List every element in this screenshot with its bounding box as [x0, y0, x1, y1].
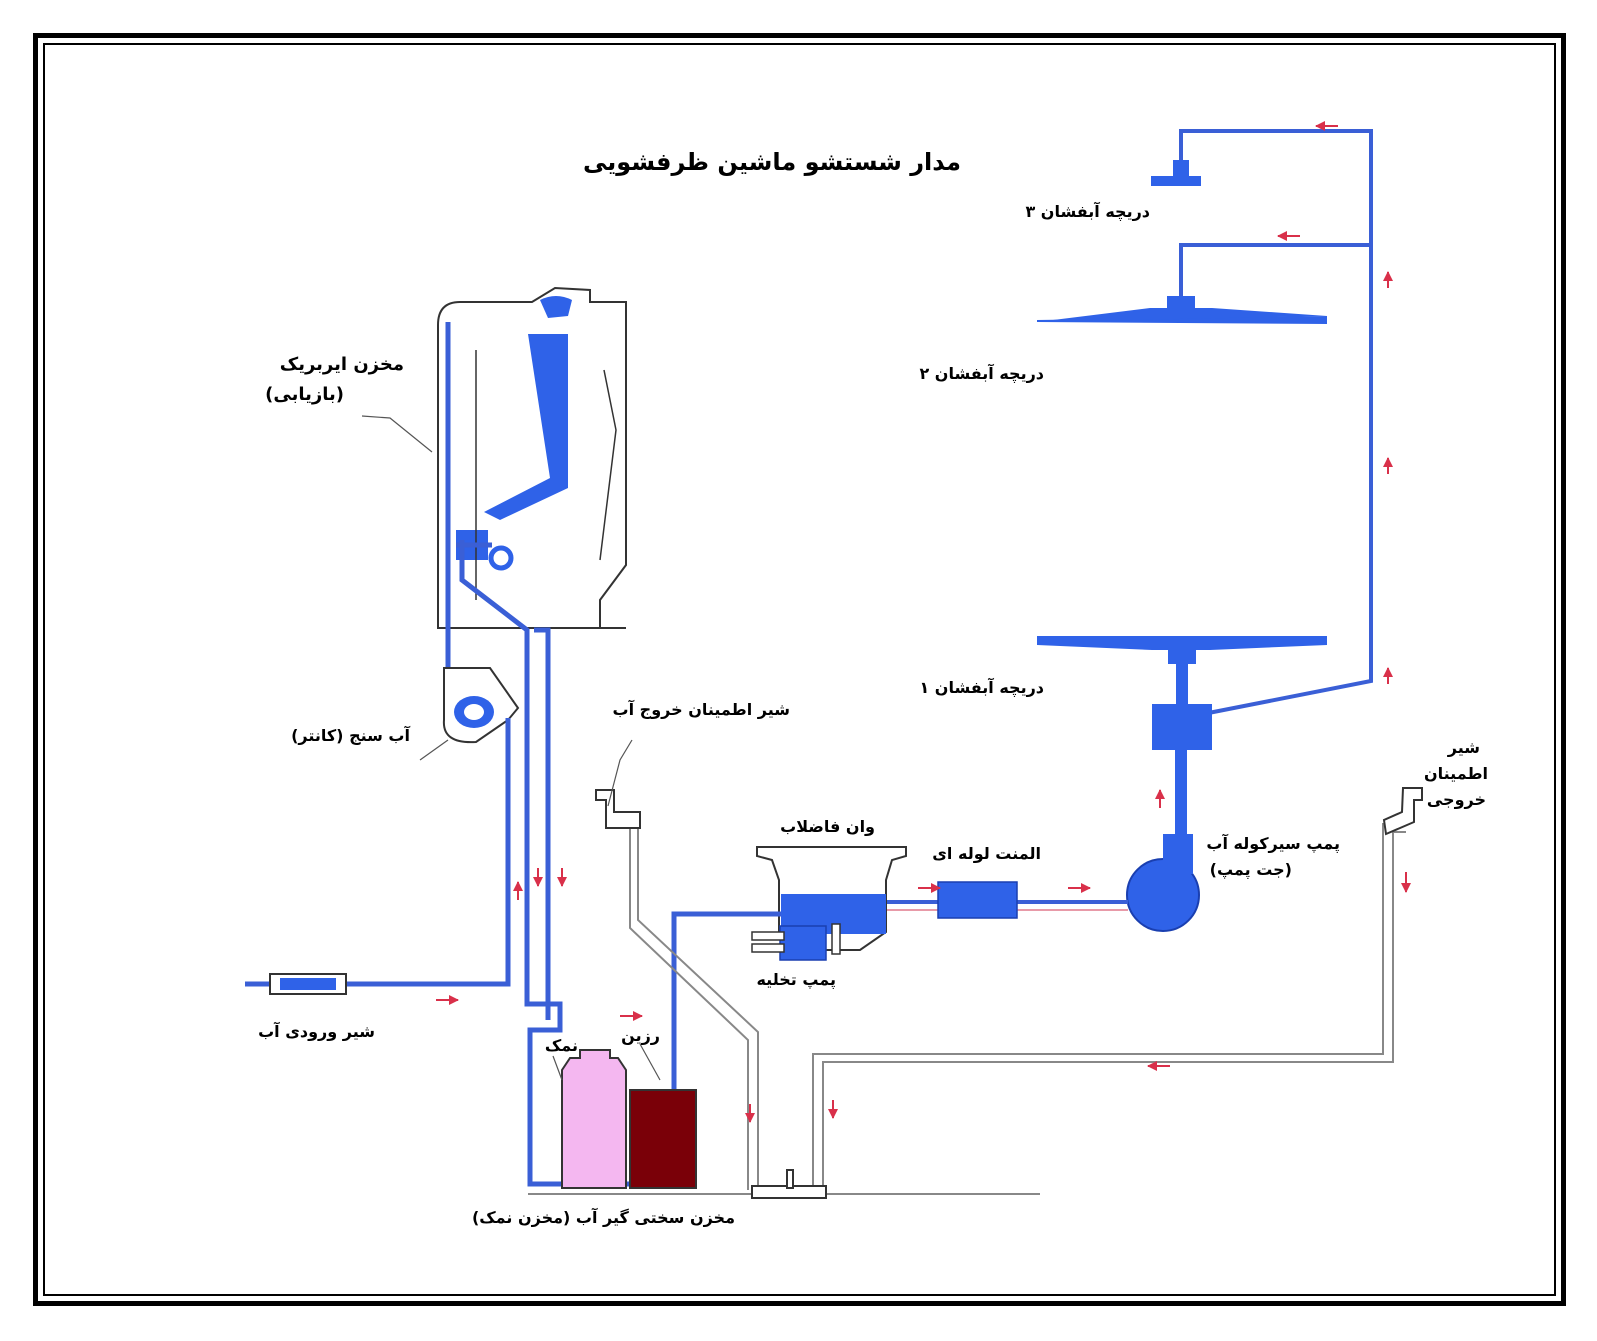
spray-manifold [1152, 704, 1212, 840]
label-spray-arm-3: دریچه آبفشان ۳ [1025, 202, 1150, 221]
flow-arrows [436, 121, 1411, 1123]
label-inline-heater: المنت لوله ای [932, 844, 1041, 863]
label-outlet-safety-valve: شیر اطمینان خروج آب [612, 700, 790, 719]
circulation-pump [1126, 834, 1200, 932]
label-airbreak-tank-1: مخزن ایربریک [279, 354, 404, 375]
label-resin: رزین [621, 1026, 660, 1045]
label-drain-pump: پمپ تخلیه [756, 970, 836, 989]
label-sump: وان فاضلاب [780, 817, 875, 836]
drain-outlet [751, 1169, 827, 1199]
label-airbreak-tank-2: (بازیابی) [265, 384, 344, 405]
spray-arm-2 [1037, 296, 1327, 324]
flow-meter [442, 667, 520, 744]
inner-frame [43, 43, 1556, 1296]
label-spray-arm-1: دریچه آبفشان ۱ [919, 678, 1044, 697]
spray-arm-3 [1151, 160, 1201, 186]
label-salt: نمک [544, 1036, 578, 1055]
label-circulation-pump-1: پمپ سیرکوله آب [1206, 834, 1340, 853]
leader-lines [361, 415, 661, 1081]
label-exit-safety-valve-2: اطمینان [1423, 764, 1488, 783]
softener-tank [561, 1049, 697, 1189]
airbreak-pipes [445, 322, 674, 1187]
label-spray-arm-2: دریچه آبفشان ۲ [919, 364, 1044, 383]
circulation-riser [1179, 129, 1373, 720]
label-softener-tank: مخزن سختی گیر آب (مخزن نمک) [471, 1208, 735, 1227]
diagram-title: مدار شستشو ماشین ظرفشویی [583, 148, 961, 176]
label-circulation-pump-2: (جت پمپ) [1209, 860, 1292, 879]
outlet-safety-valve-icon [595, 789, 641, 829]
exit-safety-valve-icon [1382, 787, 1423, 836]
drain-pump [751, 923, 841, 961]
inlet-line [245, 718, 511, 995]
label-exit-safety-valve-3: خروجی [1426, 790, 1486, 809]
outer-frame [33, 33, 1566, 1306]
airbreak-tank [437, 286, 627, 629]
spray-arm-1 [1037, 636, 1327, 704]
label-inlet-valve: شیر ورودی آب [258, 1022, 375, 1041]
label-flow-meter: آب سنج (کانتر) [291, 726, 410, 745]
label-exit-safety-valve-1: شیر [1447, 738, 1480, 757]
inline-heater [937, 881, 1018, 919]
